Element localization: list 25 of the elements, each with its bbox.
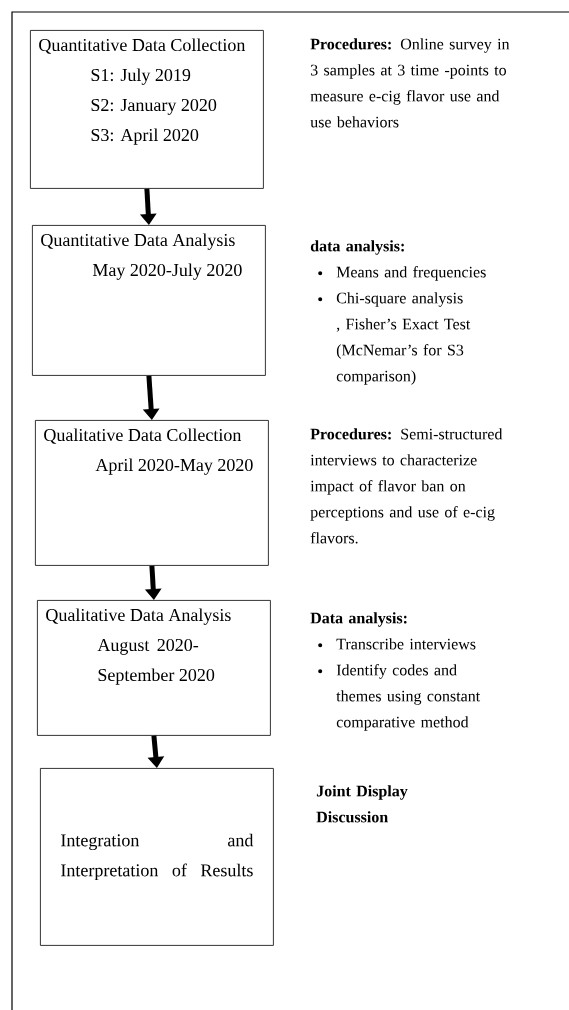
box-date: S3: April 2020 <box>91 128 199 145</box>
box-date: S2: January 2020 <box>91 98 217 115</box>
side-note: Procedures: Online survey in 3 samples at 3 time -points to measure e-cig flavor use and use behaviors <box>310 38 510 128</box>
box-date: April 2020-May 2020 <box>95 458 253 475</box>
box-title: Integration and Interpretation of Results <box>61 833 254 881</box>
side-heading: Data analysis: <box>310 612 407 627</box>
side-heading: data analysis: <box>310 240 404 255</box>
box-title: Quantitative Data Collection <box>39 38 246 54</box>
process-box <box>35 420 269 566</box>
side-note: Procedures: Semi-structured interviews to characterize impact of flavor ban on perceptions and use of e-cig flavors. <box>310 428 503 544</box>
process-box <box>30 30 264 189</box>
process-box <box>32 225 266 376</box>
process-box <box>37 600 271 736</box>
box-date: May 2020-July 2020 <box>92 263 242 280</box>
box-title: Quantitative Data Analysis <box>41 233 235 250</box>
side-heading: Joint Display Discussion <box>316 785 408 823</box>
box-date: S1: July 2019 <box>91 68 191 85</box>
box-date: August 2020-September 2020 <box>97 638 215 685</box>
bullet-item: Means and frequencies <box>336 266 486 281</box>
bullet-item: Chi-square analysis , Fisher’s Exact Test (McNemar’s for S3 comparison) <box>336 292 471 385</box>
bullet-item: Transcribe interviews <box>336 638 476 650</box>
process-box <box>40 768 274 946</box>
bullet-item: Identify codes and themes using constant comparative method <box>336 664 481 731</box>
box-title: Qualitative Data Analysis <box>46 608 231 625</box>
box-title: Qualitative Data Collection <box>44 428 242 444</box>
